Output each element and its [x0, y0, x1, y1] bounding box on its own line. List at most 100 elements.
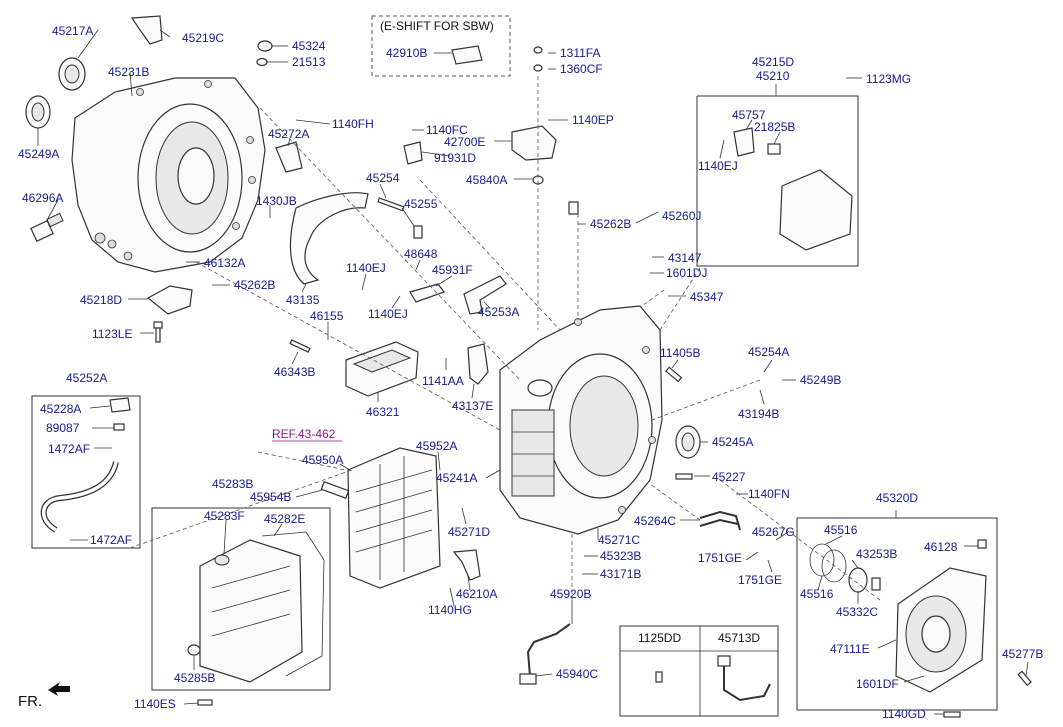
bolt-45277b — [1017, 670, 1032, 687]
pipe-45264c — [699, 510, 741, 531]
label-1360cf: 1360CF — [560, 62, 603, 76]
bolt-45227 — [675, 473, 693, 480]
label-45228a: 45228A — [40, 402, 81, 416]
label-45227: 45227 — [712, 470, 746, 484]
front-label: FR. — [18, 693, 42, 710]
bolt-1125dd — [655, 671, 663, 683]
oring-89087 — [113, 423, 125, 431]
bracket-45218d — [146, 285, 193, 315]
plug-45260j — [568, 201, 579, 215]
label-1601df: 1601DF — [856, 677, 899, 691]
label-45277b: 45277B — [1002, 647, 1043, 661]
bracket-43137e — [467, 343, 489, 385]
fastener-table — [619, 625, 779, 717]
label-43147: 43147 — [668, 251, 702, 265]
label-45283f: 45283F — [204, 509, 245, 523]
label-46132a: 46132A — [204, 256, 245, 270]
tcm-46321 — [345, 341, 419, 397]
label-45272a: 45272A — [268, 127, 309, 141]
baffle-43135 — [289, 192, 369, 285]
label-43135: 43135 — [286, 293, 320, 307]
label-21825b: 21825B — [754, 120, 795, 134]
label-45253a: 45253A — [478, 305, 519, 319]
label-45262b-left: 45262B — [234, 278, 275, 292]
washer-1360cf — [533, 64, 543, 72]
plug-46128 — [977, 539, 987, 549]
harness-45713d — [723, 666, 771, 702]
label-46210a: 46210A — [456, 587, 497, 601]
bracket-45219c — [130, 15, 163, 45]
label-45757: 45757 — [732, 108, 766, 122]
label-45940c: 45940C — [556, 667, 598, 681]
label-1123le: 1123LE — [92, 327, 132, 341]
label-46128: 46128 — [924, 540, 958, 554]
label-1601dj: 1601DJ — [666, 266, 707, 280]
label-45283b: 45283B — [212, 477, 253, 491]
label-45215d: 45215D — [752, 55, 794, 69]
label-46296a: 46296A — [22, 191, 63, 205]
bearing-45332c — [848, 567, 868, 593]
bolt-11405b — [665, 366, 683, 383]
label-43171b: 43171B — [600, 567, 641, 581]
label-ref-43-462: REF.43-462 — [272, 427, 336, 441]
label-1140ej-c: 1140EJ — [698, 159, 738, 173]
cover-45210 — [779, 169, 853, 251]
label-1141aa: 1141AA — [422, 374, 464, 388]
connector-45940c — [519, 673, 537, 685]
label-45254a: 45254A — [748, 345, 789, 359]
label-45516-b: 45516 — [800, 587, 834, 601]
label-45249a: 45249A — [18, 147, 59, 161]
label-1751ge-b: 1751GE — [738, 573, 782, 587]
table-header-45713d: 45713D — [718, 631, 760, 645]
eshift-title: (E-SHIFT FOR SBW) — [380, 19, 494, 33]
label-45267g: 45267G — [752, 525, 795, 539]
label-1123mg: 1123MG — [866, 72, 911, 86]
label-42700e: 42700E — [444, 135, 485, 149]
oil-seal-45249a-inner — [31, 102, 45, 122]
bracket-45253a — [463, 275, 507, 315]
label-45254: 45254 — [366, 171, 400, 185]
sensor-42910b — [451, 45, 483, 65]
label-45260j: 45260J — [662, 209, 701, 223]
label-45920b: 45920B — [550, 587, 591, 601]
bolt-1123le — [153, 321, 163, 343]
plug-21513 — [256, 57, 268, 67]
label-43253b: 43253B — [856, 547, 897, 561]
label-45347: 45347 — [690, 290, 724, 304]
oil-seal-45217a-inner — [64, 64, 80, 84]
label-45219c: 45219C — [182, 31, 224, 45]
table-header-1125dd: 1125DD — [638, 631, 681, 645]
label-48648: 48648 — [404, 247, 438, 261]
label-45249b: 45249B — [800, 373, 841, 387]
label-46155: 46155 — [310, 309, 344, 323]
label-11405b: 11405B — [660, 346, 700, 360]
label-45320d: 45320D — [876, 491, 918, 505]
plug-43253b — [871, 577, 881, 591]
connector-45713d — [717, 655, 731, 667]
guide-lines — [129, 76, 881, 624]
label-45271d: 45271D — [448, 525, 490, 539]
plate-45272a — [275, 141, 303, 173]
label-1140fc: 1140FC — [426, 123, 468, 137]
valve-body-cover-bracket — [696, 95, 859, 267]
oring-45516a — [809, 543, 835, 577]
actuator-42700e — [511, 125, 557, 161]
rear-cover — [895, 567, 987, 693]
converter-housing — [71, 77, 266, 273]
label-1140es: 1140ES — [134, 697, 176, 711]
front-arrow-icon — [48, 682, 70, 696]
label-1140ej-a: 1140EJ — [346, 261, 386, 275]
label-45332c: 45332C — [836, 605, 878, 619]
label-46321: 46321 — [366, 405, 400, 419]
label-42910b: 42910B — [386, 46, 427, 60]
label-89087: 89087 — [46, 421, 80, 435]
sensor-45920b — [526, 623, 571, 677]
label-45255: 45255 — [404, 197, 438, 211]
speed-sensor-46296a — [30, 212, 64, 242]
pin-46343b — [289, 339, 311, 353]
pin-45254 — [377, 197, 405, 212]
label-45217a: 45217A — [52, 24, 93, 38]
bolt-1140es — [197, 699, 213, 706]
oil-seal-45245a-inner — [681, 432, 695, 452]
